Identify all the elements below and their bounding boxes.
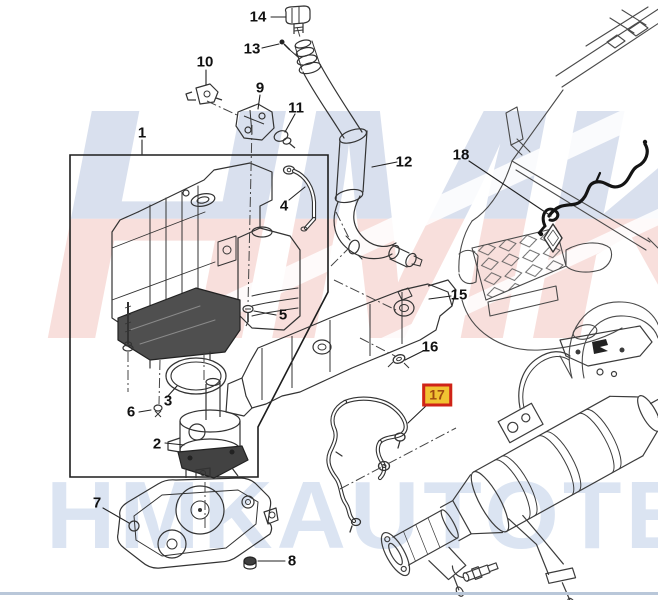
level-sensor-drawing (185, 83, 223, 105)
part-label-18: 18 (452, 146, 470, 164)
part-label-2: 2 (152, 435, 162, 453)
part-label-3: 3 (163, 392, 173, 410)
part-label-1: 1 (137, 124, 147, 142)
adblue-tank-drawing (111, 162, 301, 369)
grommet-drawing (273, 130, 296, 149)
part-label-5: 5 (278, 306, 288, 324)
part-label-8: 8 (287, 552, 297, 570)
part-label-11: 11 (288, 99, 304, 117)
part-label-16: 16 (421, 338, 439, 356)
part-label-10: 10 (196, 53, 214, 71)
screw-13-drawing (279, 39, 300, 59)
part-label-12: 12 (395, 153, 413, 171)
part-label-14: 14 (249, 8, 267, 26)
part-label-4: 4 (279, 197, 289, 215)
wiring-harness-drawing (537, 139, 649, 237)
part-label-7: 7 (92, 494, 102, 512)
part-label-13: 13 (243, 40, 261, 58)
part-label-6: 6 (126, 403, 136, 421)
pump-module-drawing (167, 377, 249, 479)
bottom-divider-line (0, 592, 658, 595)
part-label-9: 9 (255, 79, 265, 97)
bracket-drawing (235, 103, 275, 141)
part-label-17-highlighted: 17 (422, 383, 452, 407)
exhaust-scr-drawing (380, 325, 658, 600)
dosing-pipe-drawing (326, 396, 408, 533)
van-front-drawing (458, 6, 658, 379)
mounting-tray-drawing (117, 467, 279, 569)
part-label-15: 15 (450, 286, 468, 304)
clamp-drawing (387, 354, 410, 369)
